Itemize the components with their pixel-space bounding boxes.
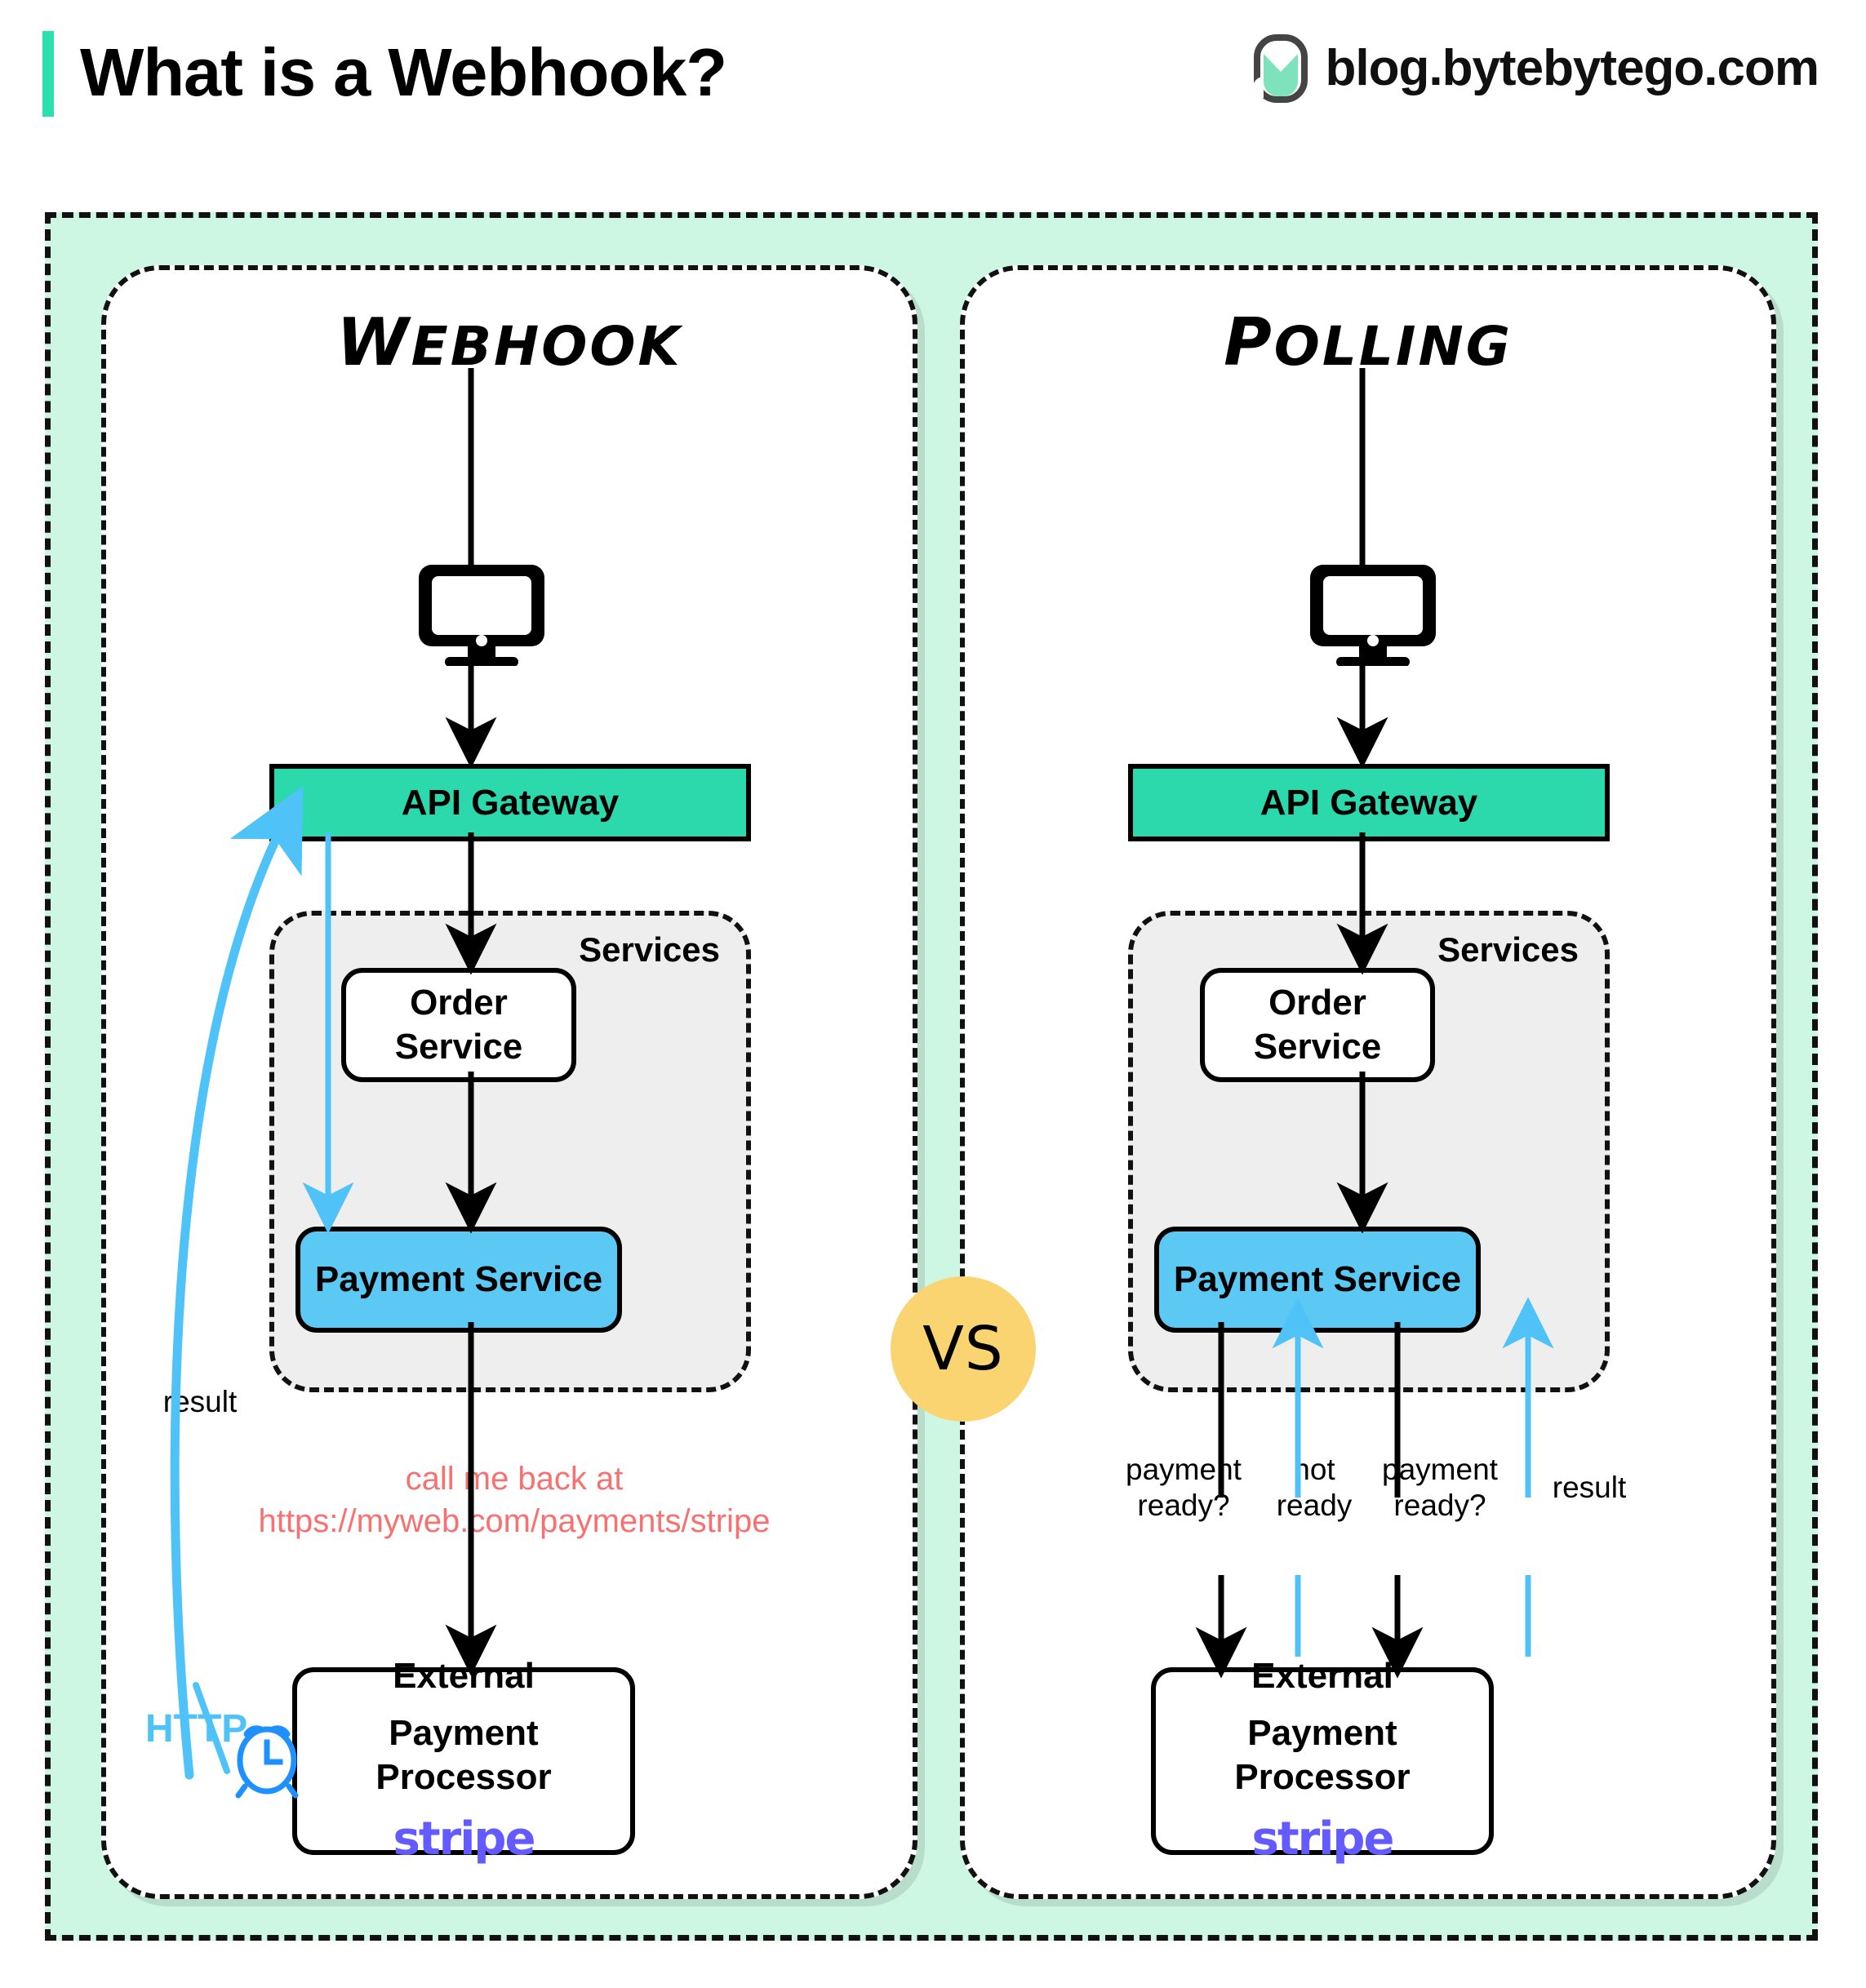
polling-label-payment-ready-2: payment ready? [1366,1452,1513,1523]
brand-block: blog.bytebytego.com [1253,34,1819,103]
polling-label-not-ready: not ready [1259,1452,1370,1523]
polling-payment-service-label: Payment Service [1173,1259,1462,1299]
polling-order-service-box[interactable]: Order Service [1200,968,1435,1082]
versus-badge: VS [891,1276,1036,1422]
webhook-external-processor-box[interactable]: External Payment Processor stripe [292,1656,635,1866]
polling-label-payment-ready-2-line1: payment [1382,1453,1498,1486]
polling-services-label: Services [1437,930,1579,969]
webhook-external-label-2: Payment Processor [375,1713,552,1797]
polling-label-payment-ready-1-line1: payment [1126,1453,1242,1486]
alarm-clock-icon [235,1725,299,1799]
polling-api-gateway-label: API Gateway [1260,782,1478,823]
polling-api-gateway-box[interactable]: API Gateway [1128,764,1610,841]
polling-external-processor-box[interactable]: External Payment Processor stripe [1151,1656,1494,1866]
webhook-external-label-1: External [393,1656,535,1697]
polling-external-label-1: External [1251,1656,1393,1697]
brand-url-label: blog.bytebytego.com [1325,40,1819,96]
polling-payment-service-box[interactable]: Payment Service [1154,1227,1481,1333]
webhook-order-service-label-1: Order [410,983,508,1023]
bytebytego-logo-icon [1253,34,1308,103]
polling-label-not-ready-line2: ready [1276,1488,1353,1522]
webhook-order-service-label-2: Service [394,1027,523,1067]
stripe-logo-webhook: stripe [393,1813,536,1866]
panel-polling-title: POLLING [1224,304,1513,380]
panel-webhook: WEBHOOK API Gateway Services Order Servi… [101,265,917,1899]
polling-order-service-label-2: Service [1253,1027,1382,1067]
webhook-api-gateway-label: API Gateway [401,782,620,823]
webhook-result-label: result [162,1385,238,1418]
webhook-callback-line-2: https://myweb.com/payments/stripe [258,1503,771,1539]
polling-label-not-ready-line1: not [1293,1453,1335,1486]
polling-external-label-2: Payment Processor [1234,1713,1411,1797]
stripe-logo-polling: stripe [1251,1813,1395,1866]
polling-label-payment-ready-2-line2: ready? [1393,1488,1486,1522]
page-title: What is a Webhook? [80,34,727,110]
comparison-canvas: WEBHOOK API Gateway Services Order Servi… [45,212,1818,1941]
panel-webhook-title: WEBHOOK [336,304,682,380]
desktop-monitor-icon [419,565,544,666]
webhook-payment-service-label: Payment Service [314,1259,603,1299]
webhook-services-label: Services [579,930,720,969]
webhook-api-gateway-box[interactable]: API Gateway [269,764,751,841]
webhook-order-service-box[interactable]: Order Service [341,968,576,1082]
webhook-callback-line-1: call me back at [405,1461,624,1497]
webhook-callback-annotation: call me back at https://myweb.com/paymen… [106,1458,922,1542]
polling-label-result: result [1552,1471,1627,1504]
page-header: What is a Webhook? blog.bytebytego.com [0,0,1866,147]
polling-order-service-label-1: Order [1268,983,1366,1023]
webhook-payment-service-box[interactable]: Payment Service [295,1227,622,1333]
polling-label-payment-ready-1-line2: ready? [1137,1488,1230,1522]
panel-polling: POLLING API Gateway Services Order Servi… [960,265,1776,1899]
title-accent-bar [42,31,54,117]
polling-label-payment-ready-1: payment ready? [1110,1452,1257,1523]
desktop-monitor-icon [1310,565,1436,666]
